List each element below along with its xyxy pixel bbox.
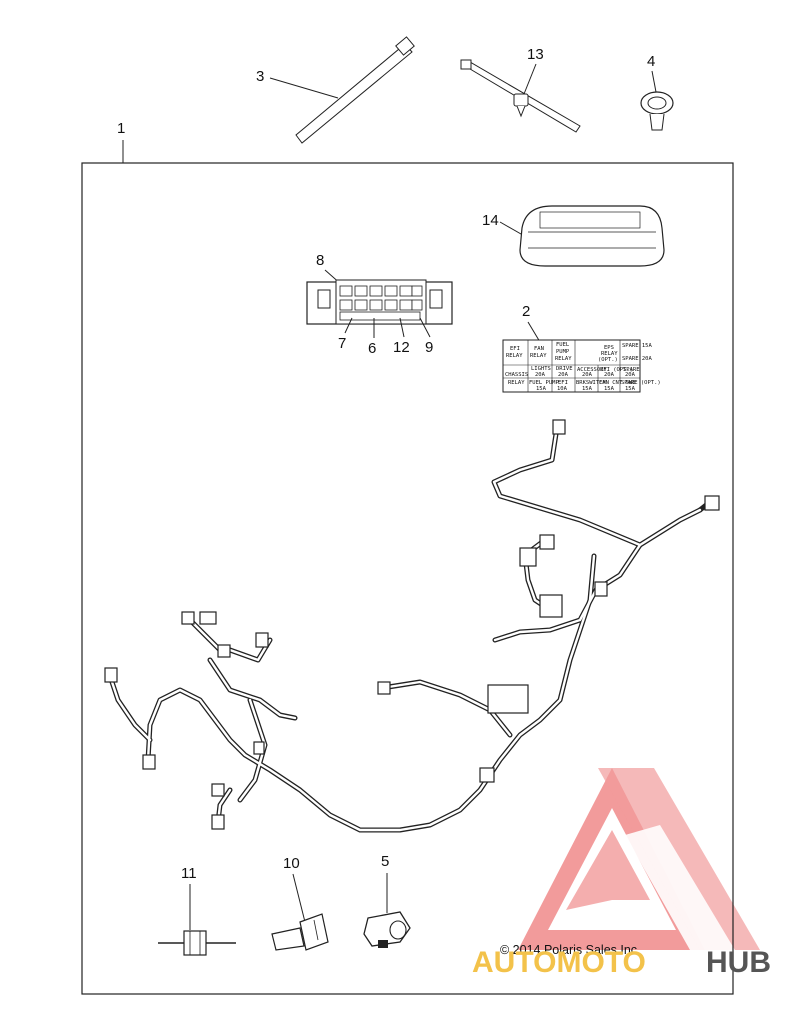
- fuse-fuel-pump-2: 15A: [536, 386, 547, 392]
- part-8-fuse-relay-box: 8: [306, 252, 453, 325]
- callout-1: 1: [117, 120, 125, 137]
- watermark-text-hub: HUB: [706, 946, 771, 979]
- fuse-efi-10-2: 10A: [557, 386, 568, 392]
- fuse-fuel-pump-relay-3: RELAY: [555, 356, 572, 362]
- fuse-chassis-relay-1: CHASSIS: [505, 372, 528, 378]
- fuse-callouts-row: 7 6 12 9: [338, 317, 433, 357]
- callout-3: 3: [256, 68, 264, 85]
- callout-9: 9: [425, 339, 433, 356]
- callout-7: 7: [338, 335, 346, 352]
- fuse-accessory-1: ACCESSORY: [577, 367, 607, 373]
- callout-8: 8: [316, 252, 324, 269]
- fuse-efi-relay-1: EFI: [510, 346, 520, 352]
- fuse-efi-10-1: EFI: [558, 380, 568, 386]
- fuse-spare-20b: SPARE 20A: [622, 356, 652, 362]
- kit-box: [81, 162, 734, 995]
- fuse-lights-1: LIGHTS: [531, 366, 551, 372]
- part-10-terminal: 10: [271, 855, 329, 951]
- part-4-clip: 4: [640, 53, 674, 131]
- callout-14: 14: [482, 212, 499, 229]
- callout-6: 6: [368, 340, 376, 357]
- fuse-fuel-pump-1: FUEL PUMP: [529, 380, 559, 386]
- fuse-spare-opt-2: 15A: [625, 386, 636, 392]
- fuse-spare-opt-1: SPARE (OPT.): [621, 380, 661, 386]
- fuse-fan-cnt-1: FAN CNT SWB: [599, 380, 636, 386]
- fuse-eps-relay-3: (OPT.): [598, 357, 618, 363]
- part-13-push-tie: 13: [460, 46, 581, 133]
- fuse-spare-20-1: SPARE: [623, 367, 640, 373]
- callout-11: 11: [181, 865, 197, 882]
- fuse-accessory-2: 20A: [582, 372, 593, 378]
- fuse-drive-1: DRIVE: [556, 366, 573, 372]
- part-2-fuse-label: 2 EFI RELAY FAN RELAY FUEL PUMP RELAY EP…: [502, 303, 661, 393]
- watermark-logo: [518, 768, 760, 950]
- fuse-efi-opt-2: 20A: [604, 372, 615, 378]
- fuse-eps-relay-1: EPS: [604, 345, 614, 351]
- fuse-eps-relay-2: RELAY: [601, 351, 618, 357]
- callout-4: 4: [647, 53, 655, 70]
- fuse-efi-relay-2: RELAY: [506, 353, 523, 359]
- fuse-efi-opt-1: EFI (OPT.): [600, 367, 633, 373]
- part-3-cable-tie: 3: [256, 36, 415, 144]
- part-11-fuse: 11: [158, 865, 236, 956]
- copyright-text: © 2014 Polaris Sales Inc.: [500, 943, 641, 957]
- part-14-fuse-box-cover: 14: [482, 205, 665, 267]
- watermark-text-automoto: AUTOMOTO: [472, 946, 646, 979]
- fuse-brkswitch-2: 15A: [582, 386, 593, 392]
- fuse-drive-2: 20A: [558, 372, 569, 378]
- fuse-fuel-pump-relay-2: PUMP: [556, 349, 570, 355]
- fuse-chassis-relay-2: RELAY: [508, 380, 525, 386]
- part-5-connector: 5: [363, 853, 411, 948]
- fuse-fan-relay-2: RELAY: [530, 353, 547, 359]
- fuse-brkswitch-1: BRKSWITCH: [576, 380, 606, 386]
- fuse-lights-2: 20A: [535, 372, 546, 378]
- fuse-fan-relay-1: FAN: [534, 346, 544, 352]
- fuse-fan-cnt-2: 15A: [604, 386, 615, 392]
- callout-13: 13: [527, 46, 544, 63]
- fuse-spare-20-2: 20A: [625, 372, 636, 378]
- harness-connectors: [104, 419, 720, 830]
- callout-2: 2: [522, 303, 530, 320]
- callout-5: 5: [381, 853, 389, 870]
- callout-10: 10: [283, 855, 300, 872]
- callout-12: 12: [393, 339, 410, 356]
- fuse-fuel-pump-relay-1: FUEL: [556, 342, 570, 348]
- fuse-spare-15: SPARE 15A: [622, 343, 652, 349]
